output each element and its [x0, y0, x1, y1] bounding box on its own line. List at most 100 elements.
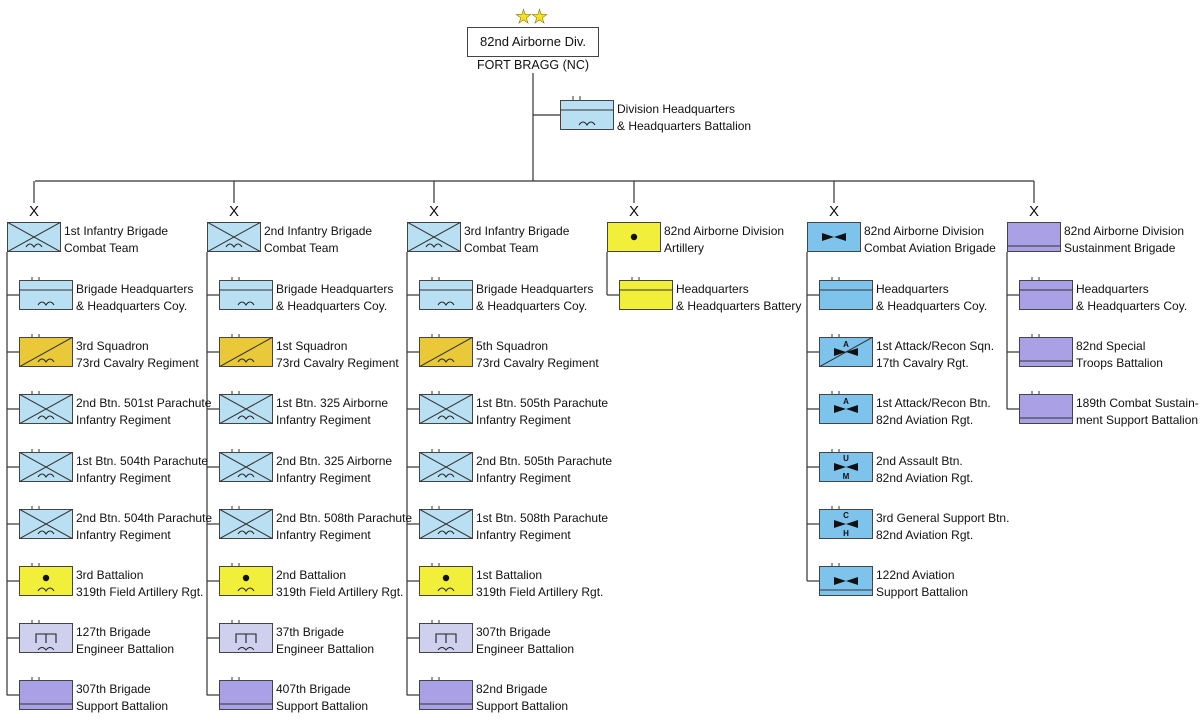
unit-label: 1st Attack/Recon Sqn.17th Cavalry Rgt. [876, 338, 994, 372]
unit-label-line1: 307th Brigade [76, 682, 151, 696]
unit-symbol-icon [1019, 280, 1073, 310]
unit-label-line1: Brigade Headquarters [276, 282, 394, 296]
unit-label-line1: 82nd Airborne Division [1064, 224, 1185, 238]
unit-label-line1: 2nd Infantry Brigade [264, 224, 373, 238]
unit-symbol-icon [419, 623, 473, 653]
unit-symbol-icon [19, 623, 73, 653]
unit-label-line2: Support Battalion [876, 585, 969, 599]
unit-label-line2: Infantry Regiment [76, 471, 171, 485]
unit-label-line2: Combat Team [464, 241, 539, 255]
unit-label-line2: ment Support Battalion [1076, 413, 1199, 427]
unit-symbol-icon [418, 508, 474, 540]
unit-label-line2: 319th Field Artillery Rgt. [276, 585, 404, 599]
unit-label: Brigade Headquarters& Headquarters Coy. [76, 281, 193, 315]
unit-label-line1: 2nd Battalion [276, 568, 347, 582]
unit-label-line1: 127th Brigade [76, 625, 151, 639]
unit-label-line1: 3rd Squadron [76, 339, 149, 353]
svg-text:A: A [843, 340, 849, 349]
division-name: 82nd Airborne Div. [480, 34, 586, 49]
unit-label-line1: 2nd Btn. 504th Parachute [76, 511, 213, 525]
svg-text:H: H [843, 529, 849, 538]
unit-label: 1st Attack/Recon Btn. 82nd Aviation Rgt. [876, 395, 991, 429]
unit-label-line2: & Headquarters Coy. [476, 299, 588, 313]
unit-label-line2: 82nd Aviation Rgt. [876, 413, 974, 427]
unit-label: 2nd Battalion 319th Field Artillery Rgt. [276, 567, 403, 601]
unit-label-line1: 1st Attack/Recon Btn. [876, 396, 991, 410]
unit-symbol-icon [6, 221, 62, 253]
unit-label: Brigade Headquarters& Headquarters Coy. [276, 281, 393, 315]
unit-symbol-icon [619, 280, 673, 310]
unit-symbol-icon [219, 623, 273, 653]
unit-label-line1: 82nd Special [1076, 339, 1146, 353]
unit-symbol-icon [19, 566, 73, 596]
svg-text:A: A [843, 397, 849, 406]
unit-label-line2: 73rd Cavalry Regiment [76, 356, 199, 370]
unit-symbol-icon [19, 280, 73, 310]
unit-label-line2: 73rd Cavalry Regiment [476, 356, 599, 370]
brigade-echelon-marker: X [428, 203, 439, 220]
unit-label-line1: 2nd Btn. 508th Parachute [276, 511, 413, 525]
unit-symbol-icon [807, 222, 861, 252]
unit-label-line1: 3rd Battalion [76, 568, 144, 582]
unit-label-line2: Infantry Regiment [76, 413, 171, 427]
unit-label: 2nd Assault Btn.82nd Aviation Rgt. [876, 453, 973, 487]
unit-label-line1: 1st Btn. 325 Airborne [276, 396, 389, 410]
unit-label-line2: Infantry Regiment [476, 471, 571, 485]
unit-label-line2: & Headquarters Coy. [1076, 299, 1188, 313]
unit-label-line1: 82nd Airborne Division [664, 224, 785, 238]
unit-label-line2: Artillery [664, 241, 705, 255]
brigade-echelon-marker: X [28, 203, 39, 220]
unit-label-line1: 1st Squadron [276, 339, 348, 353]
unit-label-line2: Engineer Battalion [276, 642, 375, 656]
unit-symbol-icon [19, 680, 73, 710]
unit-label-line1: 3rd Infantry Brigade [464, 224, 570, 238]
unit-label-line2: Combat Aviation Brigade [864, 241, 996, 255]
unit-label-line2: Infantry Regiment [276, 413, 371, 427]
unit-label-line2: Sustainment Brigade [1064, 241, 1176, 255]
unit-label: 3rd Squadron 73rd Cavalry Regiment [76, 338, 199, 372]
unit-label-line1: Division Headquarters [617, 102, 736, 116]
unit-symbol-icon [18, 508, 74, 540]
unit-label-line1: Headquarters [876, 282, 949, 296]
unit-label: 3rd Battalion 319th Field Artillery Rgt. [76, 567, 203, 601]
unit-label-line2: Infantry Regiment [276, 471, 371, 485]
unit-symbol-icon [206, 221, 262, 253]
unit-label-line1: 1st Btn. 504th Parachute [76, 454, 209, 468]
division-box: 82nd Airborne Div. [467, 27, 599, 57]
unit-symbol-icon [819, 280, 873, 310]
unit-symbol-icon [218, 451, 274, 483]
unit-label: 189th Combat Sustain-ment Support Battal… [1076, 395, 1199, 429]
brigade-echelon-marker: X [1028, 203, 1039, 220]
unit-symbol-icon [418, 336, 474, 368]
unit-label-line2: 82nd Aviation Rgt. [876, 471, 974, 485]
unit-label-line1: 189th Combat Sustain- [1076, 396, 1199, 410]
unit-label-line1: 2nd Btn. 501st Parachute [76, 396, 212, 410]
unit-label-line1: 82nd Airborne Division [864, 224, 985, 238]
unit-symbol-icon [218, 336, 274, 368]
unit-label-line2: 319th Field Artillery Rgt. [76, 585, 204, 599]
unit-label-line2: Support Battalion [476, 699, 569, 713]
unit-label-line1: 37th Brigade [276, 625, 345, 639]
unit-symbol-icon [1019, 394, 1073, 424]
brigade-echelon-marker: X [228, 203, 239, 220]
unit-label-line2: Infantry Regiment [76, 528, 171, 542]
unit-label-line1: 2nd Btn. 325 Airborne [276, 454, 393, 468]
unit-label: Headquarters& Headquarters Coy. [1076, 281, 1187, 315]
brigade-echelon-marker: X [628, 203, 639, 220]
unit-label-line2: & Headquarters Coy. [876, 299, 988, 313]
svg-text:U: U [843, 454, 849, 463]
